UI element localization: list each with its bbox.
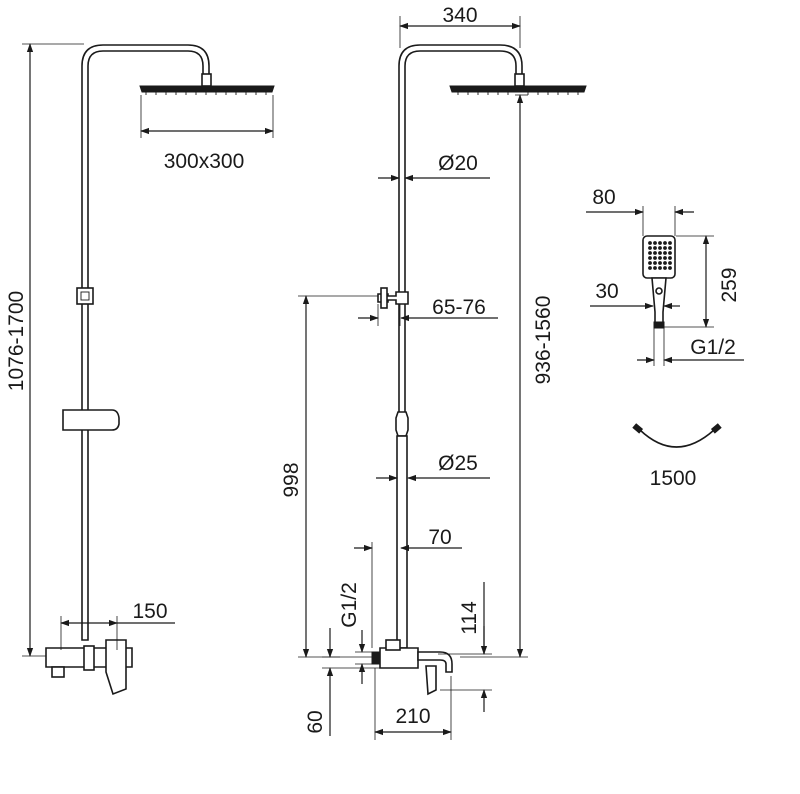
label-hand-shower-length: 259 — [718, 267, 741, 302]
side-head-connector — [514, 73, 525, 87]
label-upper-pipe-dia: Ø20 — [438, 152, 478, 175]
side-riser-pipe — [398, 44, 523, 419]
dim-head-height: 936-1560 — [460, 94, 555, 658]
label-mixer-to-arm: 998 — [280, 462, 303, 497]
label-diverter-range: 65-76 — [432, 296, 486, 319]
label-spout-length: 210 — [395, 705, 430, 728]
label-arm-reach: 340 — [442, 4, 477, 27]
dim-mixer-to-arm: 998 — [280, 295, 378, 658]
dim-spout-length: 210 — [374, 668, 452, 740]
label-faucet-spacing: 150 — [132, 600, 167, 623]
dim-spout-offset: 70 — [354, 526, 462, 648]
dim-diverter-range: 65-76 — [358, 296, 498, 326]
dim-upper-pipe-dia: Ø20 — [378, 152, 490, 182]
hand-shower-view — [642, 235, 676, 329]
dim-hand-shower-width: 80 — [586, 186, 694, 236]
front-height-clamp — [76, 287, 94, 305]
label-inlet-depth: 60 — [304, 710, 327, 733]
front-riser-pipe — [81, 44, 210, 641]
shower-hose — [639, 429, 715, 448]
front-view — [45, 44, 275, 696]
hose-view: 1500 — [632, 423, 722, 490]
dim-faucet-spacing: 150 — [60, 600, 175, 650]
label-hand-shower-width: 80 — [592, 186, 615, 209]
dim-hand-shower-neck: 30 — [590, 280, 680, 310]
side-mixer-knob — [385, 639, 401, 651]
label-inlet-thread: G1/2 — [338, 582, 361, 628]
side-lower-pipe — [396, 435, 408, 649]
front-hand-shower-holder — [62, 409, 120, 431]
label-spout-offset: 70 — [428, 526, 451, 549]
hand-shower-spray-face — [648, 241, 672, 270]
side-spout — [417, 651, 453, 673]
label-head-height: 936-1560 — [532, 296, 555, 385]
dim-lower-pipe-dia: Ø25 — [376, 452, 490, 482]
dim-arm-reach: 340 — [399, 4, 521, 48]
label-head-size: 300x300 — [164, 150, 245, 173]
front-head-connector — [201, 73, 212, 87]
dim-hand-shower-length: 259 — [664, 235, 741, 328]
side-wall-bracket-knob — [380, 287, 388, 309]
side-mixer-body — [379, 647, 419, 669]
hand-shower-thread — [653, 321, 665, 329]
side-view — [371, 44, 587, 696]
hand-shower-button — [655, 287, 663, 295]
dim-inlet-thread: G1/2 — [338, 582, 372, 684]
side-transition-nut — [395, 411, 409, 437]
side-mixer-lever — [425, 665, 437, 696]
dim-mixer-height: 114 — [438, 582, 492, 712]
front-mixer-left-cap — [51, 666, 65, 678]
front-rain-head-nozzles — [145, 92, 267, 95]
side-rain-head-nozzles — [457, 92, 579, 95]
dim-inlet-depth: 60 — [304, 628, 380, 736]
dim-head-size: 300x300 — [140, 95, 274, 173]
label-total-height: 1076-1700 — [5, 291, 28, 391]
label-hose-length: 1500 — [650, 467, 697, 490]
hand-shower-handle — [651, 277, 667, 327]
front-mixer-cartridge — [83, 645, 95, 671]
front-height-clamp-inner — [80, 291, 90, 301]
side-mixer-inlet — [371, 651, 381, 665]
hose-end-right — [710, 423, 722, 434]
hose-end-left — [632, 423, 644, 434]
label-hand-shower-thread: G1/2 — [690, 336, 736, 359]
label-hand-shower-neck: 30 — [595, 280, 618, 303]
dim-total-height: 1076-1700 — [5, 43, 84, 657]
label-lower-pipe-dia: Ø25 — [438, 452, 478, 475]
front-mixer-lever — [105, 639, 127, 696]
label-mixer-height: 114 — [458, 601, 481, 635]
side-rain-head — [449, 85, 587, 93]
front-rain-head — [139, 85, 275, 93]
dim-hand-shower-thread: G1/2 — [637, 328, 744, 366]
